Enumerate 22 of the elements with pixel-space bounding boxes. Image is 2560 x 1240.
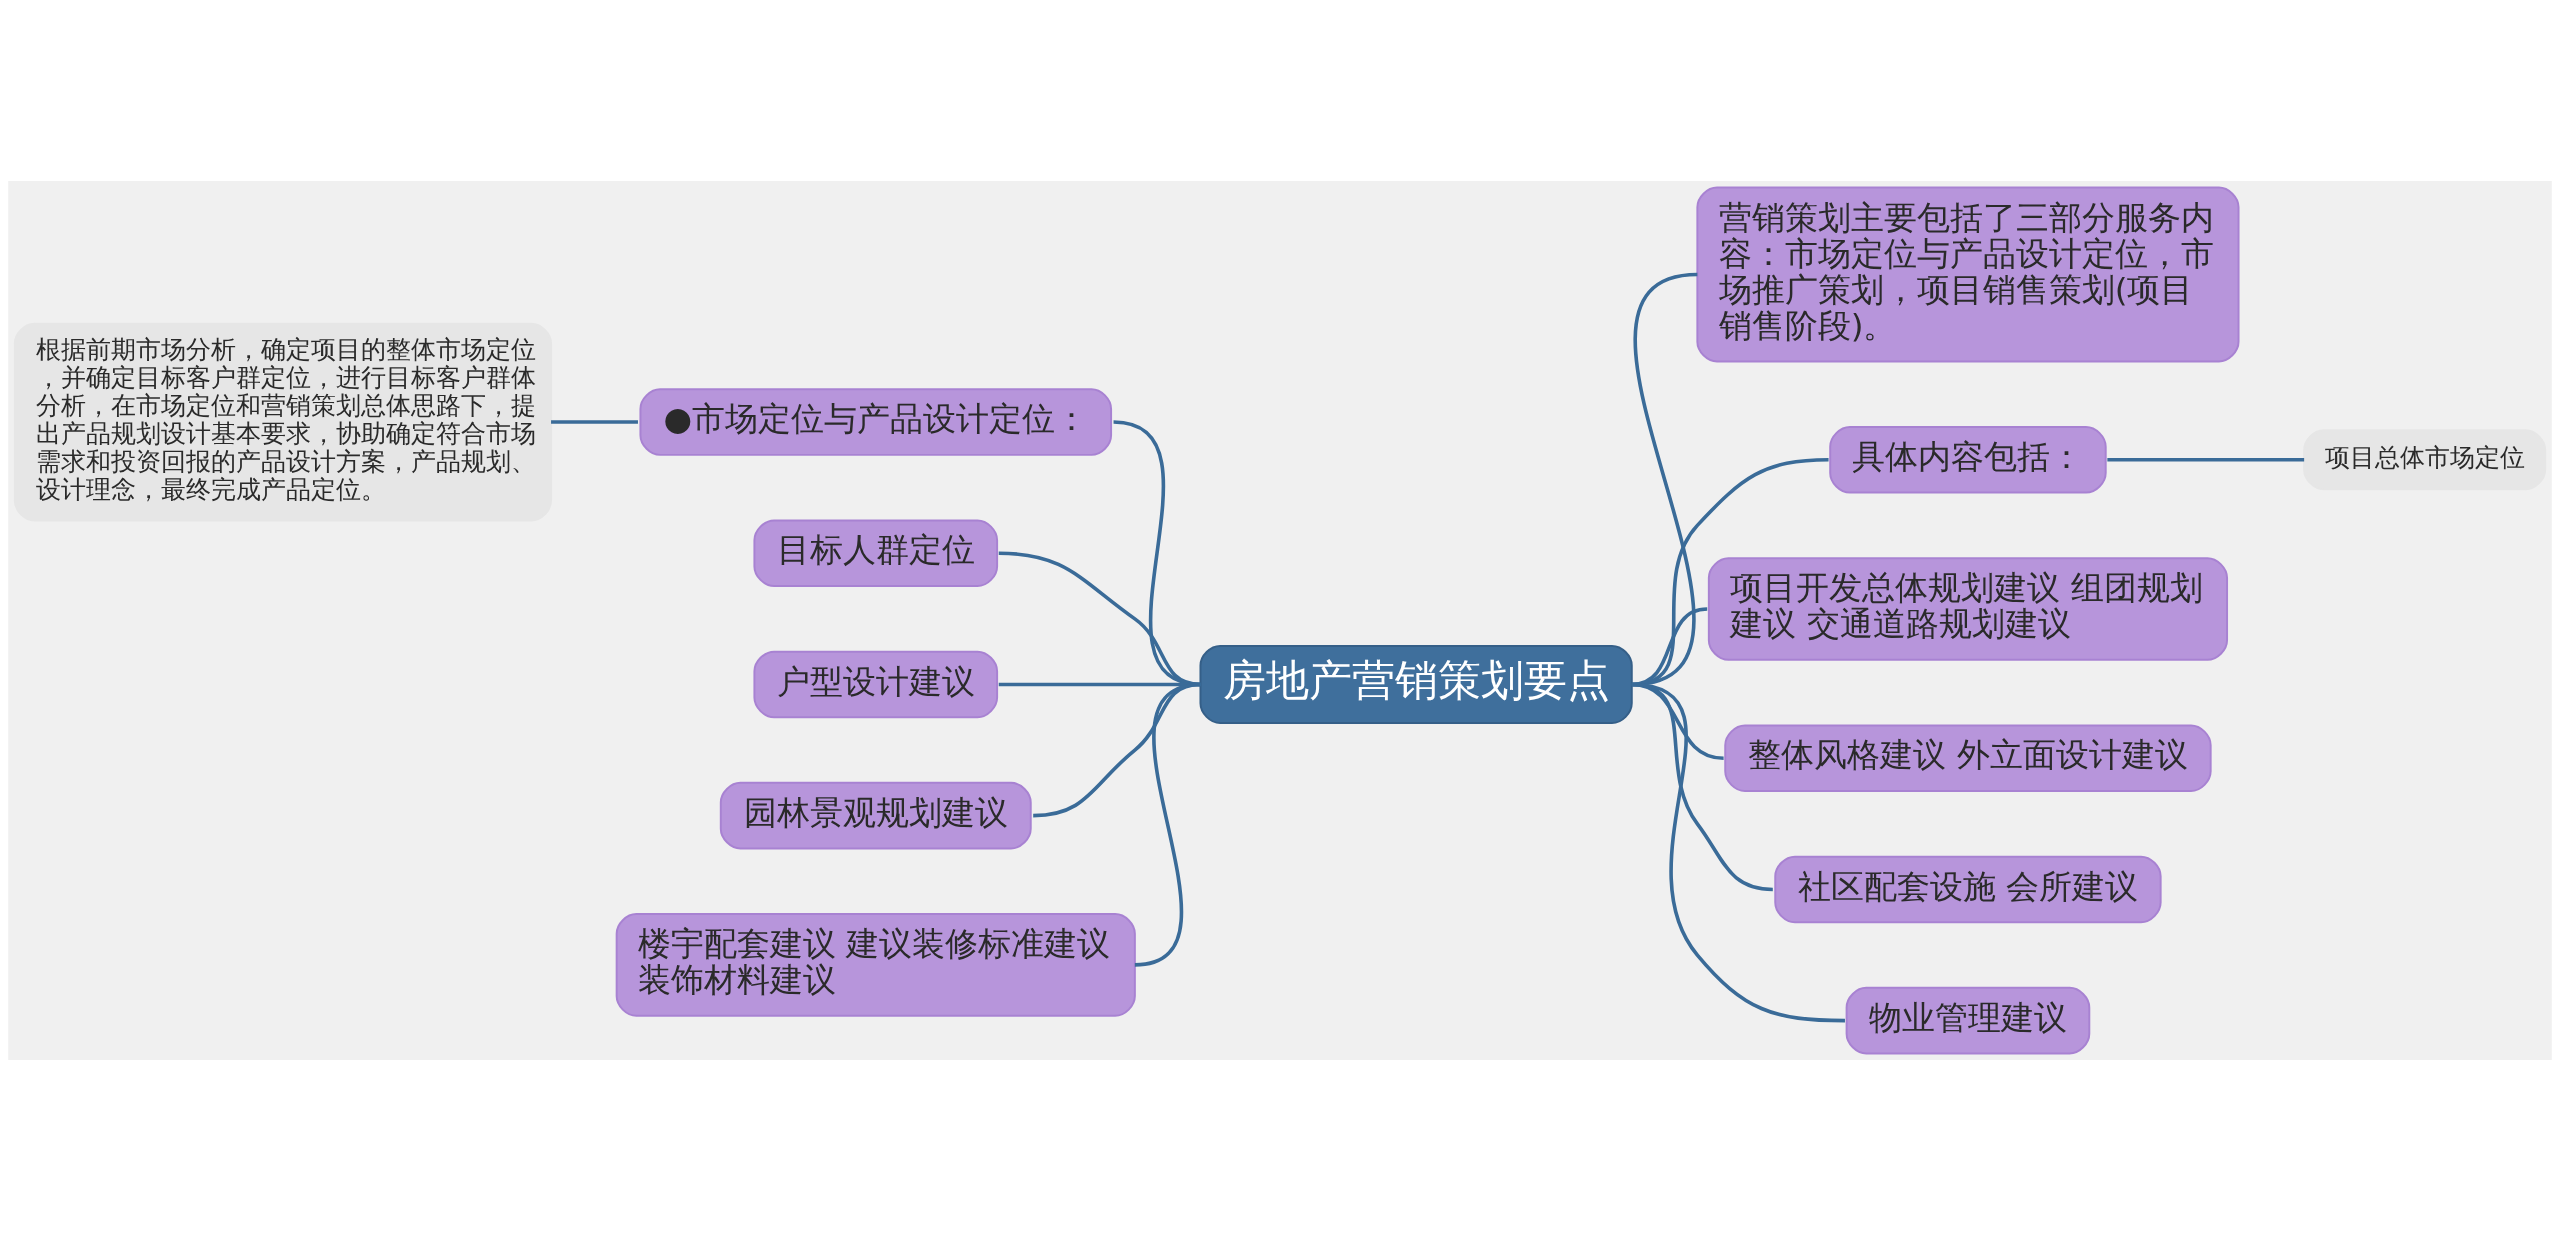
node-box: 园林景观规划建议 [719, 781, 1032, 849]
node-box: 根据前期市场分析，确定项目的整体市场定位，并确定目标客户群定位，进行目标客户群体分析，在市场定位和营销策划总体思路下，提出产品规划设计基本要求，协助确定符合市场需求和投资回报的产品设计方案，产品规划、设计理念，最终完成产品定位。 [13, 322, 553, 521]
connector [1631, 682, 1845, 1022]
node-box: 房地产营销策划要点 [1199, 644, 1633, 724]
connector [998, 550, 1201, 686]
connector [1134, 682, 1201, 967]
connector [1631, 457, 1829, 686]
connector [1631, 606, 1708, 686]
connector [2107, 457, 2305, 462]
node-box: 社区配套设施 会所建议 [1774, 855, 2162, 923]
node-box: 项目总体市场定位 [2303, 428, 2547, 490]
node-box: 物业管理建议 [1845, 986, 2091, 1054]
connector [1631, 272, 1698, 686]
node-box: 户型设计建议 [753, 650, 999, 718]
connector [551, 419, 638, 424]
node-box: 具体内容包括： [1829, 425, 2107, 494]
node-box: 项目开发总体规划建议 组团规划建议 交通道路规划建议 [1707, 556, 2229, 661]
node-box: ●市场定位与产品设计定位： [639, 387, 1113, 456]
node-box: 楼宇配套建议 建议装修标准建议装饰材料建议 [615, 912, 1136, 1017]
node-box: 营销策划主要包括了三部分服务内容：市场定位与产品设计定位，市场推广策划，项目销售策划(项目销售阶段)。 [1696, 186, 2240, 362]
node-box: 目标人群定位 [753, 518, 999, 587]
node-box: 整体风格建议 外立面设计建议 [1724, 723, 2212, 792]
